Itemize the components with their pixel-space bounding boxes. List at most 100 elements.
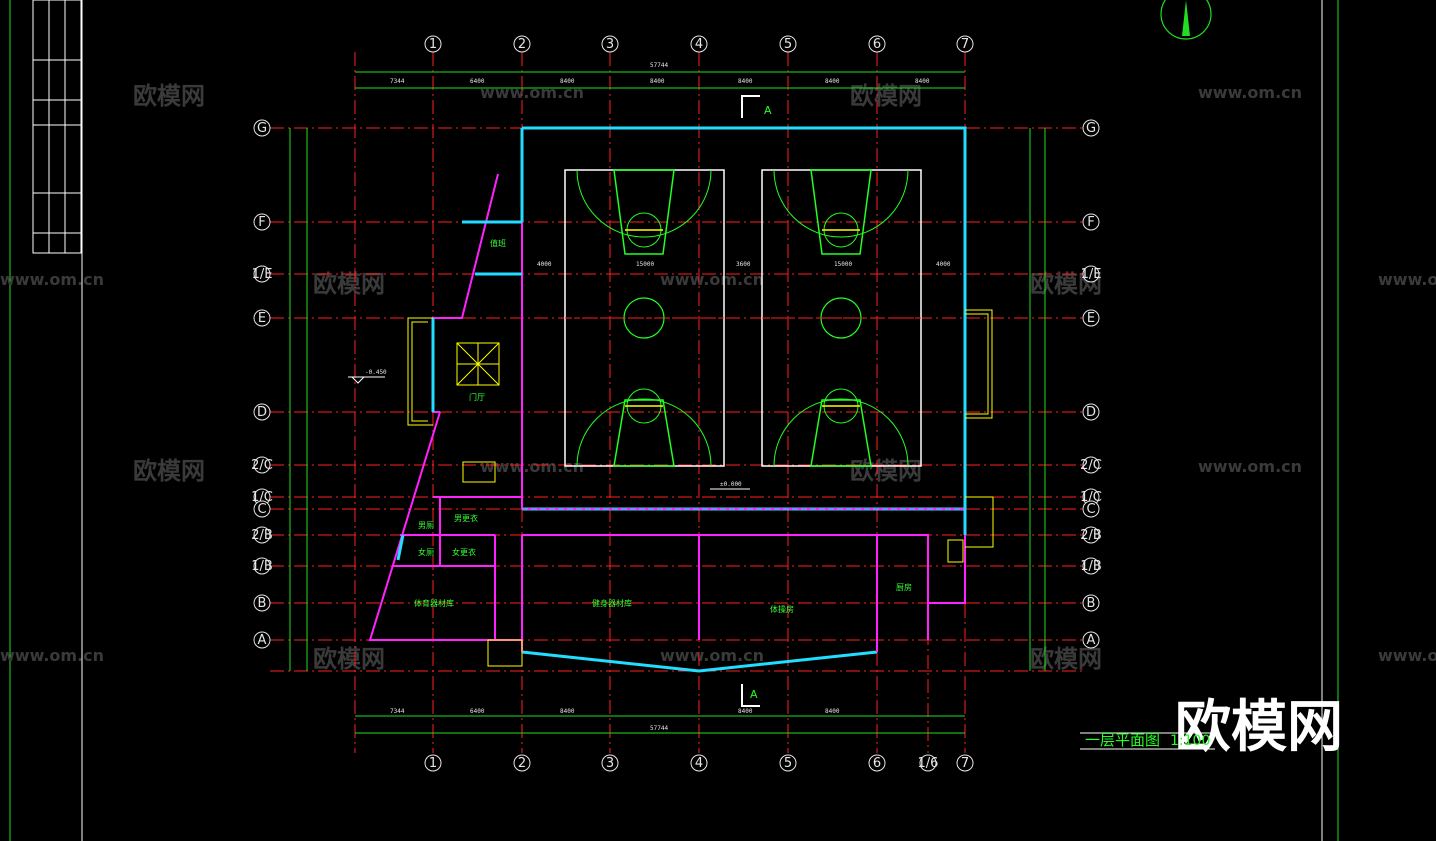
axis-row-right-bubble xyxy=(1082,631,1100,649)
court-dim: 15000 xyxy=(636,261,654,268)
axis-col-bottom-bubble xyxy=(513,754,531,772)
watermark-url: www.om.cn xyxy=(660,646,764,665)
dim-top: 8400 xyxy=(915,78,930,85)
axis-row-left-label: 1/E xyxy=(252,267,273,282)
axis-row-right-bubble xyxy=(1082,594,1100,612)
dim-top: 8400 xyxy=(560,78,575,85)
watermark-logo: 欧模网 xyxy=(313,270,385,298)
dim-total: 57744 xyxy=(650,725,668,732)
axis-row-right-label: 2/B xyxy=(1080,528,1102,543)
axis-row-left-bubble xyxy=(253,456,271,474)
watermark-logo: 欧模网 xyxy=(133,82,205,110)
axis-row-right-label: B xyxy=(1087,596,1096,611)
axis-row-right-label: 1/C xyxy=(1080,490,1102,505)
room-kitchen: 厨房 xyxy=(896,582,912,592)
axis-row-left-label: 1/C xyxy=(251,490,273,505)
axis-col-top-bubble xyxy=(779,35,797,53)
axis-row-right-bubble xyxy=(1082,213,1100,231)
room-mens-change: 男更衣 xyxy=(454,513,478,523)
axis-col-bottom-bubble xyxy=(779,754,797,772)
axis-row-right-label: A xyxy=(1087,633,1096,648)
watermark-url: www.om.cn xyxy=(480,457,584,476)
axis-col-top-bubble xyxy=(513,35,531,53)
axis-col-bottom-bubble xyxy=(919,754,937,772)
dim-bottom: 8400 xyxy=(738,708,753,715)
section-marks: A A xyxy=(741,95,772,707)
porches xyxy=(407,309,994,667)
axis-row-right-label: 1/B xyxy=(1080,559,1102,574)
axis-col-top-label: 3 xyxy=(606,37,614,52)
court-dim: 3600 xyxy=(736,261,751,268)
court-dim: 15000 xyxy=(834,261,852,268)
axis-row-left-label: D xyxy=(257,405,267,420)
axis-row-right-label: 1/E xyxy=(1081,267,1102,282)
watermark-url: www.om.cn xyxy=(1378,270,1436,289)
axis-row-left-bubble xyxy=(253,309,271,327)
dim-bottom: 8400 xyxy=(560,708,575,715)
axis-row-right-label: C xyxy=(1086,502,1095,517)
court-dim: 4000 xyxy=(936,261,951,268)
plan-title: 一层平面图 xyxy=(1085,731,1160,749)
axis-col-bottom-label: 6 xyxy=(873,756,881,771)
axis-row-left-label: F xyxy=(258,215,265,230)
dimension-lines xyxy=(289,71,1215,750)
axis-row-left-label: 1/B xyxy=(251,559,273,574)
axis-col-top-label: 5 xyxy=(784,37,792,52)
court-right xyxy=(761,169,922,467)
axis-row-left-label: G xyxy=(257,121,267,136)
axis-col-bottom-bubble xyxy=(424,754,442,772)
axis-col-bottom-label: 1/6 xyxy=(918,756,939,771)
watermark-logo: 欧模网 xyxy=(313,645,385,673)
watermarks: 欧模网 www.om.cn 欧模网 www.om.cn www.om.cn 欧模… xyxy=(0,82,1436,760)
dim-bottom: 7344 xyxy=(390,708,405,715)
elevation-floor: ±0.000 xyxy=(720,481,742,488)
drawing-title: 一层平面图 1:100 xyxy=(1085,731,1210,749)
room-womens-change: 女更衣 xyxy=(452,547,476,557)
plan-scale: 1:100 xyxy=(1170,733,1210,749)
corner-logo: 欧模网 xyxy=(1175,695,1343,760)
room-storage: 体育器材库 xyxy=(414,598,454,608)
watermark-url: www.om.cn xyxy=(1198,83,1302,102)
dim-top: 8400 xyxy=(650,78,665,85)
room-labels: 门厅 男厕 女厕 男更衣 女更衣 体育器材库 健身器材库 体操房 厨房 值班 xyxy=(414,238,912,614)
room-lobby: 门厅 xyxy=(469,392,485,402)
axis-row-right-bubble xyxy=(1082,456,1100,474)
watermark-url: www.om.cn xyxy=(1198,457,1302,476)
axis-row-right-bubble xyxy=(1082,265,1100,283)
axis-col-top-bubble xyxy=(956,35,974,53)
section-mark-bottom: A xyxy=(750,688,758,701)
axis-row-left-label: A xyxy=(258,633,267,648)
axis-row-right-label: D xyxy=(1086,405,1096,420)
axis-row-left-bubble xyxy=(253,500,271,518)
dim-bottom: 8400 xyxy=(825,708,840,715)
watermark-url: www.om.cn xyxy=(660,270,764,289)
watermark-logo: 欧模网 xyxy=(133,457,205,485)
axis-row-left-bubble xyxy=(253,526,271,544)
axis-row-right-bubble xyxy=(1082,557,1100,575)
axis-row-right-label: F xyxy=(1087,215,1094,230)
watermark-url: www.om.cn xyxy=(0,270,104,289)
north-arrow xyxy=(1160,0,1212,40)
axis-col-bottom-label: 5 xyxy=(784,756,792,771)
dim-bottom: 6400 xyxy=(470,708,485,715)
axis-row-right-label: G xyxy=(1086,121,1096,136)
axis-row-left-bubble xyxy=(253,594,271,612)
room-fitness: 健身器材库 xyxy=(592,598,632,608)
axis-col-top-bubble xyxy=(601,35,619,53)
axis-row-left-label: C xyxy=(257,502,266,517)
axis-col-bottom-bubble xyxy=(601,754,619,772)
axis-row-left-label: B xyxy=(258,596,267,611)
dim-top: 8400 xyxy=(738,78,753,85)
room-womens-wc: 女厕 xyxy=(418,547,434,557)
axis-col-top-bubble xyxy=(868,35,886,53)
axis-col-top-label: 4 xyxy=(695,37,703,52)
axis-row-left-bubble xyxy=(253,265,271,283)
axis-row-left-bubble xyxy=(253,557,271,575)
watermark-logo: 欧模网 xyxy=(1030,645,1102,673)
elevation-marks: -0.450 ±0.000 xyxy=(348,369,750,490)
room-duty: 值班 xyxy=(490,238,506,248)
court-dim: 4000 xyxy=(537,261,552,268)
dim-top: 6400 xyxy=(470,78,485,85)
axis-col-top-label: 1 xyxy=(429,37,437,52)
